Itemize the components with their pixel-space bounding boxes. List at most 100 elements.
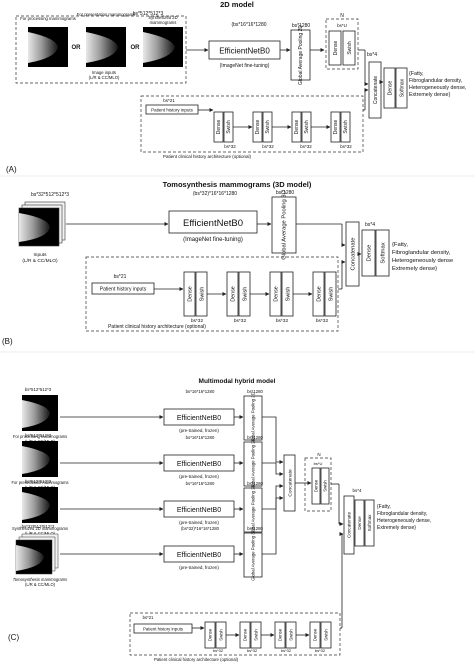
clin-c-swish-label-3: Swish bbox=[288, 629, 293, 641]
row-1-effnet-label: EfficientNetB0 bbox=[177, 415, 221, 422]
concat-c2-shape: bs*4 bbox=[352, 488, 362, 493]
gap-b-shape: bs*1280 bbox=[276, 190, 295, 196]
clin-c-swish-box-4 bbox=[320, 621, 332, 649]
clin-b-dense-label-3: Dense bbox=[273, 286, 279, 302]
gap-b-label: Global Average Pooling 3D bbox=[282, 190, 288, 260]
out-a-4: Extremely dense} bbox=[409, 92, 450, 98]
concat-c2-box bbox=[343, 495, 355, 555]
concat-c-label: Concatenate bbox=[288, 469, 294, 497]
bs21-b-label: bs*21 bbox=[114, 274, 127, 280]
bs32-b-1: bs*32 bbox=[191, 318, 204, 324]
softmax-b-label: Softmax bbox=[381, 242, 387, 263]
clin-c-swish-label-4: Swish bbox=[323, 629, 328, 641]
clinical-a-frame bbox=[140, 95, 364, 153]
effnet-a-note: (ImageNet fine-tuning) bbox=[220, 63, 270, 69]
row-2-gap-shape: bs*1280 bbox=[247, 435, 263, 440]
row-3-caption: Synthesized 2D mammograms bbox=[12, 526, 68, 531]
bsu-a-label: bs*U bbox=[337, 23, 347, 28]
softmax-c-box bbox=[364, 499, 375, 547]
concat-a-box bbox=[368, 61, 382, 119]
history-b-box[interactable] bbox=[91, 282, 155, 295]
row-1-gap-box bbox=[243, 395, 263, 441]
out-c-4: Extremely dense} bbox=[377, 525, 416, 531]
row-2-gap-label: Global Average Pooling 2D bbox=[251, 438, 256, 490]
row-4-gap-box bbox=[243, 532, 263, 578]
bs32-c-2: bs*32 bbox=[247, 648, 258, 653]
out-b-2: Fibroglandular density, bbox=[392, 250, 451, 256]
row-2-frozen: (pre-trained, frozen) bbox=[179, 474, 219, 479]
swish-c-label: Swish bbox=[323, 480, 328, 492]
softmax-b-box bbox=[375, 229, 390, 277]
row-1-shape: bs*512*512*3 bbox=[25, 387, 52, 392]
effnet-a-label: EfficientNetB0 bbox=[219, 47, 270, 56]
row-1-gap-label: Global Average Pooling 2D bbox=[251, 392, 256, 444]
out-a-1: {Fatty, bbox=[409, 71, 424, 77]
or-label-2: OR bbox=[131, 45, 141, 51]
clin-b-dense-label-1: Dense bbox=[187, 286, 193, 302]
softmax-a-label: Softmax bbox=[400, 78, 406, 97]
history-c-box[interactable] bbox=[133, 623, 193, 634]
bs32-c-1: bs*32 bbox=[213, 648, 224, 653]
row-4-gap-shape: bs*1280 bbox=[247, 526, 263, 531]
row-4-sub: (L/R & CC/MLO) bbox=[25, 582, 56, 587]
row-1-enet-shape: bs*16*16*1280 bbox=[186, 389, 215, 394]
row-2-gap-box bbox=[243, 441, 263, 487]
inputs-b-label: Inputs bbox=[33, 252, 47, 258]
tomo-stack-b bbox=[18, 201, 66, 247]
row-3-shape: bs*512*512*3 bbox=[25, 479, 52, 484]
thumb-synthesized bbox=[143, 27, 183, 67]
clin-a-dense-box-4 bbox=[330, 111, 341, 143]
row-1-frozen: (pre-trained, frozen) bbox=[179, 428, 219, 433]
out-b-1: {Fatty, bbox=[392, 242, 408, 248]
out-c-1: {Fatty, bbox=[377, 504, 391, 510]
panel-c: Multimodal hybrid model bs*512*512*3For … bbox=[8, 378, 431, 662]
out-c-3: Heterogeneously dense, bbox=[377, 518, 431, 524]
row-3-effnet-label: EfficientNetB0 bbox=[177, 507, 221, 514]
dense-stack-a-frame bbox=[325, 18, 359, 70]
out-c-2: Fibroglandular density, bbox=[377, 511, 427, 517]
row-2-caption: For presentation mammograms bbox=[11, 480, 68, 485]
n-c-label: N bbox=[317, 452, 320, 457]
row-3-gap-box bbox=[243, 487, 263, 533]
bs32-b-2: bs*32 bbox=[234, 318, 247, 324]
out-b-4: Extremely dense} bbox=[392, 266, 437, 272]
thumb-processing-label: For processing mammograms bbox=[20, 16, 76, 21]
image-inputs-label: Image inputs bbox=[92, 70, 116, 75]
clin-a-dense-label-2: Dense bbox=[255, 120, 261, 135]
thumb-processing bbox=[28, 27, 68, 67]
concat-b-label: Concatenate bbox=[351, 238, 357, 271]
image-inputs-frame bbox=[15, 15, 187, 84]
effnet-b-label: EfficientNetB0 bbox=[183, 218, 243, 229]
clin-a-dense-label-4: Dense bbox=[333, 120, 339, 135]
bs21-c-label: bs*21 bbox=[143, 615, 154, 620]
swish-c-box bbox=[320, 467, 330, 505]
clin-b-dense-label-4: Dense bbox=[316, 286, 322, 302]
effnet-a-shape: (bs*16*16*1280 bbox=[231, 22, 266, 28]
panel-a-title: 2D model bbox=[220, 0, 254, 9]
clin-a-dense-label-1: Dense bbox=[216, 120, 222, 135]
image-inputs-sub: (L/R & CC/MLO) bbox=[89, 75, 120, 80]
softmax-c-label: Softmax bbox=[367, 514, 372, 532]
clin-c-dense-label-4: Dense bbox=[312, 628, 317, 641]
clin-c-dense-label-1: Dense bbox=[207, 628, 212, 641]
effnet-b-note: (ImageNet fine-tuning) bbox=[183, 237, 243, 243]
clin-b-swish-label-3: Swish bbox=[285, 287, 291, 301]
thumb-synthesized-label-1: Synthesized 2D bbox=[148, 15, 177, 20]
history-b-label: Patient history inputs bbox=[100, 287, 147, 293]
row-3-to-concat bbox=[262, 484, 284, 510]
clin-b-dense-box-3 bbox=[269, 271, 282, 317]
row-3-enet-shape: bs*16*16*1280 bbox=[186, 481, 215, 486]
history-a-box[interactable] bbox=[145, 104, 199, 115]
clin-a-dense-label-3: Dense bbox=[294, 120, 300, 135]
gap-b-box bbox=[271, 196, 297, 254]
clin-c-swish-label-1: Swish bbox=[218, 629, 223, 641]
concat-a-shape: bs*4 bbox=[367, 52, 377, 58]
clin-b-swish-label-4: Swish bbox=[328, 287, 334, 301]
gap-a-box bbox=[290, 29, 311, 81]
bs32-c-3: bs*32 bbox=[281, 648, 292, 653]
dense-c-label: Dense bbox=[314, 479, 319, 492]
